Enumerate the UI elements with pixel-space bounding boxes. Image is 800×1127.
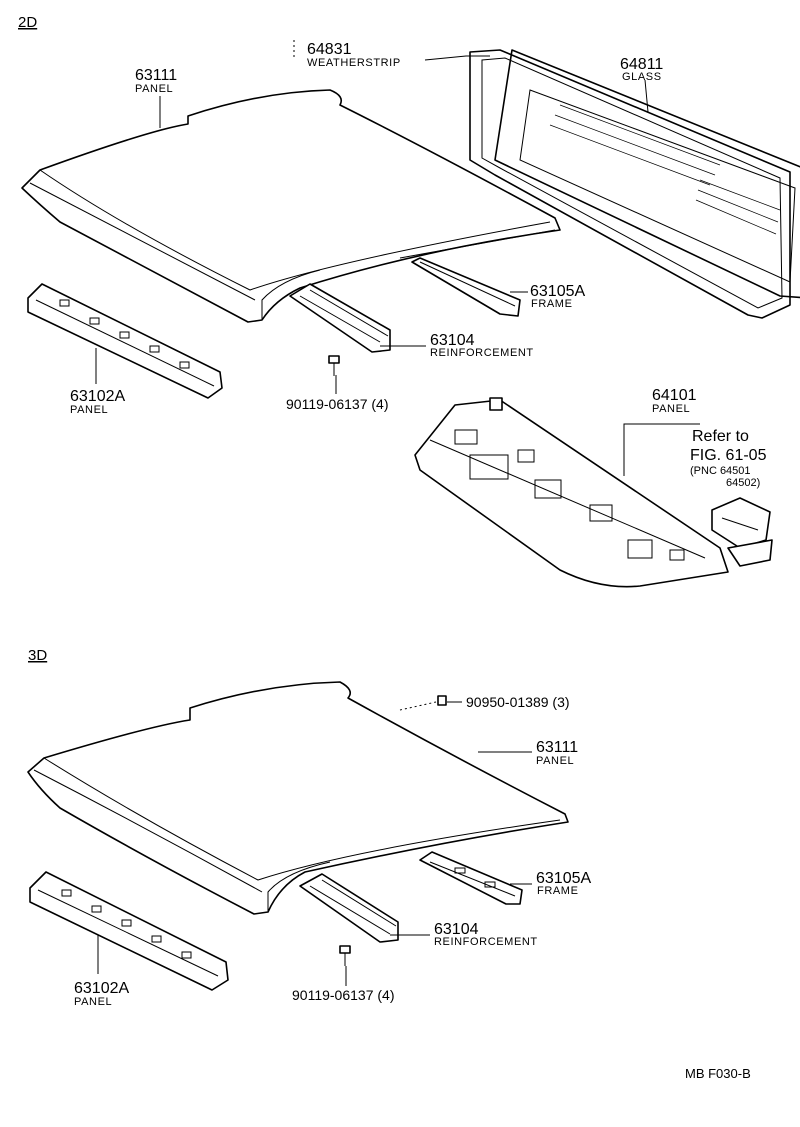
svg-text:63102A: 63102A <box>74 980 129 997</box>
weatherstrip-2d <box>469 49 791 319</box>
callout-package-panel: 64101 PANEL <box>652 387 697 415</box>
reinforcement-3d <box>299 873 399 943</box>
svg-text:64831: 64831 <box>307 41 352 58</box>
callout-front-panel-3d: 63102A PANEL <box>74 980 129 1008</box>
clip-3d <box>437 695 447 706</box>
hinge-assembly-2d <box>711 497 773 567</box>
svg-text:PANEL: PANEL <box>536 755 574 767</box>
callout-bolt-2d: 90119-06137 (4) <box>286 396 388 412</box>
svg-text:GLASS: GLASS <box>622 71 662 83</box>
svg-text:FIG. 61-05: FIG. 61-05 <box>690 447 767 464</box>
reference-note: Refer to FIG. 61-05 (PNC 64501 64502) <box>690 428 767 489</box>
section-label-2d: 2D <box>18 14 37 31</box>
svg-text:FRAME: FRAME <box>537 885 579 897</box>
svg-text:64502): 64502) <box>726 477 760 489</box>
svg-text:FRAME: FRAME <box>531 298 573 310</box>
bolt-2d <box>328 355 340 376</box>
frame-2d <box>411 257 521 317</box>
svg-text:63105A: 63105A <box>530 283 585 300</box>
svg-text:64101: 64101 <box>652 387 697 404</box>
section-label-3d: 3D <box>28 647 47 664</box>
callout-frame-3d: 63105A FRAME <box>536 870 591 897</box>
callout-frame-2d: 63105A FRAME <box>530 283 585 310</box>
front-header-panel-2d <box>27 283 223 399</box>
leader-lines-2d <box>95 40 700 476</box>
svg-text:PANEL: PANEL <box>652 403 690 415</box>
svg-text:(PNC 64501: (PNC 64501 <box>690 465 751 477</box>
callout-bolt-3d: 90119-06137 (4) <box>292 987 394 1003</box>
svg-text:90950-01389 (3): 90950-01389 (3) <box>466 694 570 710</box>
package-tray-panel-2d <box>414 397 729 588</box>
svg-text:63105A: 63105A <box>536 870 591 887</box>
svg-text:WEATHERSTRIP: WEATHERSTRIP <box>307 57 401 69</box>
roof-panel-2d <box>21 89 561 323</box>
reinforcement-2d <box>289 283 391 353</box>
leader-lines-3d <box>97 701 532 986</box>
svg-text:64811: 64811 <box>620 56 663 73</box>
svg-text:PANEL: PANEL <box>74 996 112 1008</box>
roof-panel-3d <box>27 681 569 915</box>
callout-weatherstrip: 64831 WEATHERSTRIP <box>307 41 401 69</box>
frame-3d <box>419 851 523 905</box>
callout-clip-3d: 90950-01389 (3) <box>466 694 570 710</box>
svg-text:63111: 63111 <box>536 739 578 756</box>
svg-text:90119-06137 (4): 90119-06137 (4) <box>292 987 394 1003</box>
callout-roof-panel-2d: 63111 PANEL <box>135 67 177 95</box>
svg-text:PANEL: PANEL <box>135 83 173 95</box>
svg-text:90119-06137 (4): 90119-06137 (4) <box>286 396 388 412</box>
callout-roof-panel-3d: 63111 PANEL <box>536 739 578 767</box>
svg-text:Refer to: Refer to <box>692 428 749 445</box>
svg-text:REINFORCEMENT: REINFORCEMENT <box>430 347 534 359</box>
callout-reinforcement-3d: 63104 REINFORCEMENT <box>434 921 538 948</box>
svg-text:REINFORCEMENT: REINFORCEMENT <box>434 936 538 948</box>
svg-text:63102A: 63102A <box>70 388 125 405</box>
back-glass-2d <box>494 49 800 299</box>
figure-code: MB F030-B <box>685 1066 751 1081</box>
callout-front-panel-2d: 63102A PANEL <box>70 388 125 416</box>
bolt-3d <box>339 945 351 966</box>
callout-reinforcement-2d: 63104 REINFORCEMENT <box>430 332 534 359</box>
svg-text:63104: 63104 <box>430 332 475 349</box>
svg-text:63104: 63104 <box>434 921 479 938</box>
svg-text:PANEL: PANEL <box>70 404 108 416</box>
callout-glass: 64811 GLASS <box>620 56 663 83</box>
svg-text:63111: 63111 <box>135 67 177 84</box>
front-header-panel-3d <box>29 871 229 991</box>
